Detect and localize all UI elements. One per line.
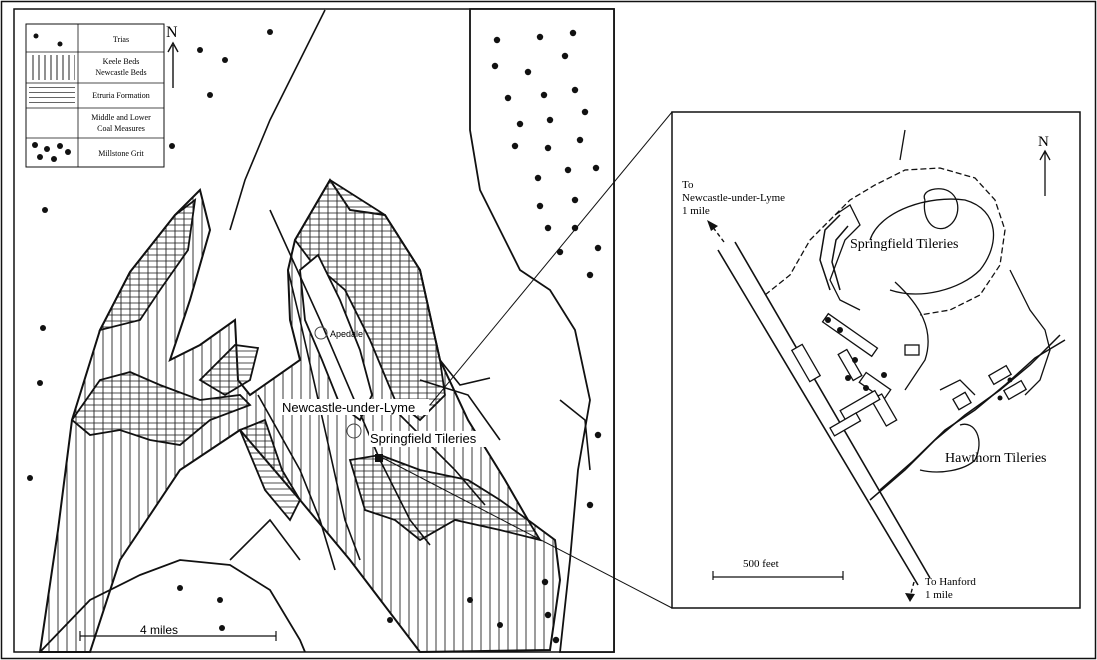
legend-label-millstone: Millstone Grit <box>98 149 144 158</box>
main-road <box>717 241 931 586</box>
legend-swatch-millstone <box>32 142 71 162</box>
regional-north-label: N <box>166 24 178 41</box>
millstone-grit-dots <box>491 29 602 644</box>
site-boundaries <box>764 129 1051 473</box>
legend-label-etruria: Etruria Formation <box>92 91 150 100</box>
to-hanford-line2: 1 mile <box>925 589 953 601</box>
inset-map-frame <box>671 111 1081 609</box>
inset-connector-lines <box>382 111 673 609</box>
direction-arrow-icon-north <box>707 220 725 243</box>
direction-arrow-icon-south <box>905 581 915 602</box>
inset-scale-bar <box>712 571 844 580</box>
legend-swatch-trias <box>33 33 63 47</box>
newcastle-label-bg <box>281 399 429 415</box>
springfield-label-bg <box>369 431 489 447</box>
etruria-band-west <box>98 197 197 332</box>
springfield-buildings <box>790 312 1028 437</box>
millstone-grit-region <box>469 8 615 653</box>
apedale-town-circle-icon <box>314 326 328 340</box>
to-hanford-line1: To Hanford <box>925 576 976 588</box>
to-newcastle-line3: 1 mile <box>682 205 710 217</box>
inset-north-label: N <box>1038 134 1049 150</box>
regional-map: N Apedale Newcastle-under-Lyme Springfie… <box>13 8 615 654</box>
legend: Trias Keele Beds Newcastle Beds Etruria … <box>25 23 165 168</box>
place-newcastle: Newcastle-under-Lyme <box>282 400 415 415</box>
to-newcastle-line2: Newcastle-under-Lyme <box>682 192 785 204</box>
etruria-band-east <box>293 178 446 422</box>
place-springfield: Springfield Tileries <box>370 431 477 446</box>
newcastle-town-circle-icon <box>346 423 362 439</box>
legend-label-trias: Trias <box>113 35 129 44</box>
hawthorn-tileries-label: Hawthorn Tileries <box>945 451 1047 466</box>
inset-scale-label: 500 feet <box>743 558 779 570</box>
legend-swatch-coal <box>29 111 75 135</box>
inset-north-arrow-icon <box>1039 149 1051 196</box>
legend-label-keele-line1: Keele Beds <box>103 57 140 66</box>
regional-scale-bar <box>79 631 277 641</box>
place-apedale: Apedale <box>330 329 363 339</box>
kiln-markers <box>825 317 1013 401</box>
etruria-patch <box>198 344 260 397</box>
springfield-tileries-label: Springfield Tileries <box>850 237 959 252</box>
legend-swatch-keele <box>29 55 75 80</box>
legend-label-coal-line2: Coal Measures <box>97 124 145 133</box>
springfield-tilery-square-icon <box>375 454 383 462</box>
etruria-sliver <box>238 418 302 522</box>
southern-boundary <box>39 559 306 653</box>
side-roads <box>819 214 1066 501</box>
regional-scale-label: 4 miles <box>140 623 178 637</box>
north-arrow-icon <box>167 41 179 88</box>
trias-dots <box>27 29 503 631</box>
to-newcastle-line1: To <box>682 179 694 191</box>
legend-label-keele-line2: Newcastle Beds <box>95 68 146 77</box>
legend-label-coal-line1: Middle and Lower <box>91 113 151 122</box>
fault-lines <box>229 9 591 571</box>
etruria-band-south <box>70 371 252 446</box>
inset-map: N To Newcastle-under-Lyme 1 mile To Hanf… <box>671 111 1081 609</box>
legend-swatch-etruria <box>29 86 75 105</box>
